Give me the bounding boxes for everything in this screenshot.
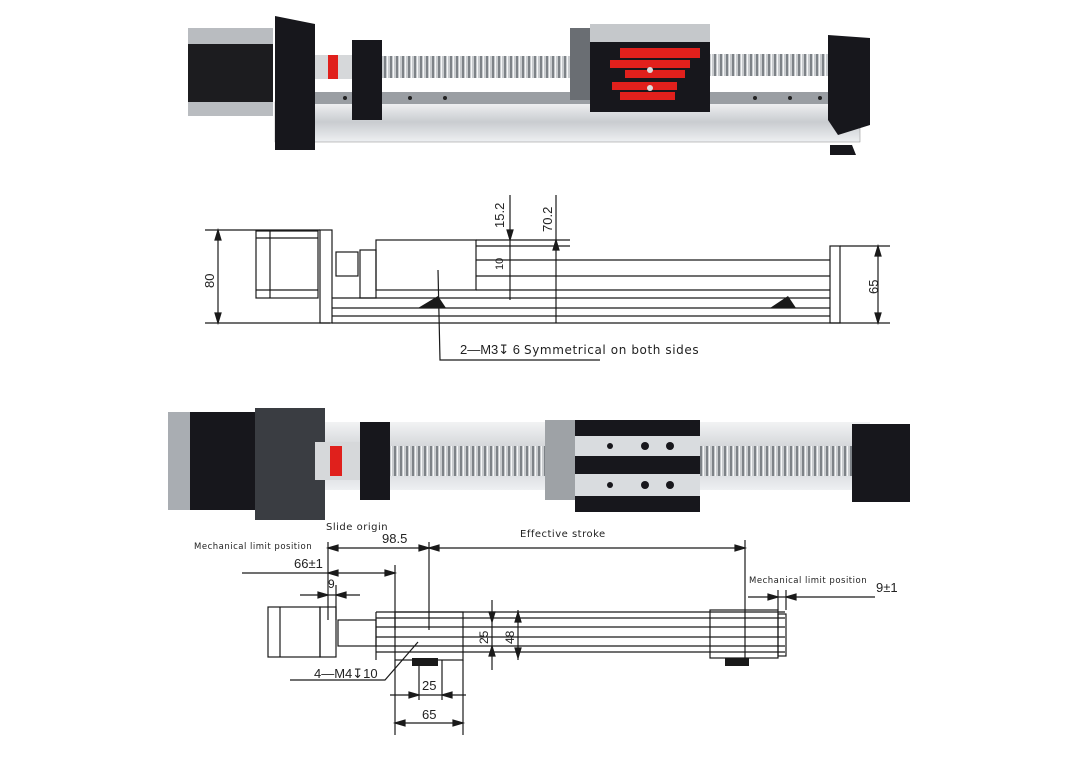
dim-carriage-top-15-2: 15.2 [492,202,507,228]
side-view-lines [205,195,890,361]
side-view-drawing: 80 65 15.2 70.2 10 2—M3↧ 6 Symmetrical o… [190,190,900,370]
dim-25-horizontal: 25 [422,678,437,693]
callout-m3: 2—M3↧ 6 [460,342,521,357]
dim-height-80: 80 [202,273,217,288]
dim-slot-10: 10 [494,257,506,270]
product-photo-bottom [160,400,920,520]
dim-25-vertical: 25 [477,630,491,644]
product-photo-top [180,10,880,170]
top-view-drawing: Slide origin Mechanical limit position E… [190,520,910,750]
callout-m4: 4—M4↧10 [314,666,378,681]
top-view-lines [242,540,875,735]
label-slide-origin: Slide origin [326,522,389,533]
dim-98-5: 98.5 [382,531,408,546]
label-effective-stroke: Effective stroke [520,529,606,540]
dim-9: 9 [328,577,335,591]
dim-total-height-70-2: 70.2 [540,206,555,232]
dim-65: 65 [422,707,437,722]
dim-66-pm-1: 66±1 [294,556,323,571]
callout-symmetrical: Symmetrical on both sides [524,343,700,357]
dim-9-pm-1: 9±1 [876,580,898,595]
linear-slide-illustration-top [188,16,870,155]
dim-48: 48 [503,630,517,644]
label-mechanical-limit-left: Mechanical limit position [194,542,313,552]
linear-slide-illustration-bottom [168,408,910,520]
label-mechanical-limit-right: Mechanical limit position [749,576,868,586]
dim-height-65: 65 [866,279,881,294]
